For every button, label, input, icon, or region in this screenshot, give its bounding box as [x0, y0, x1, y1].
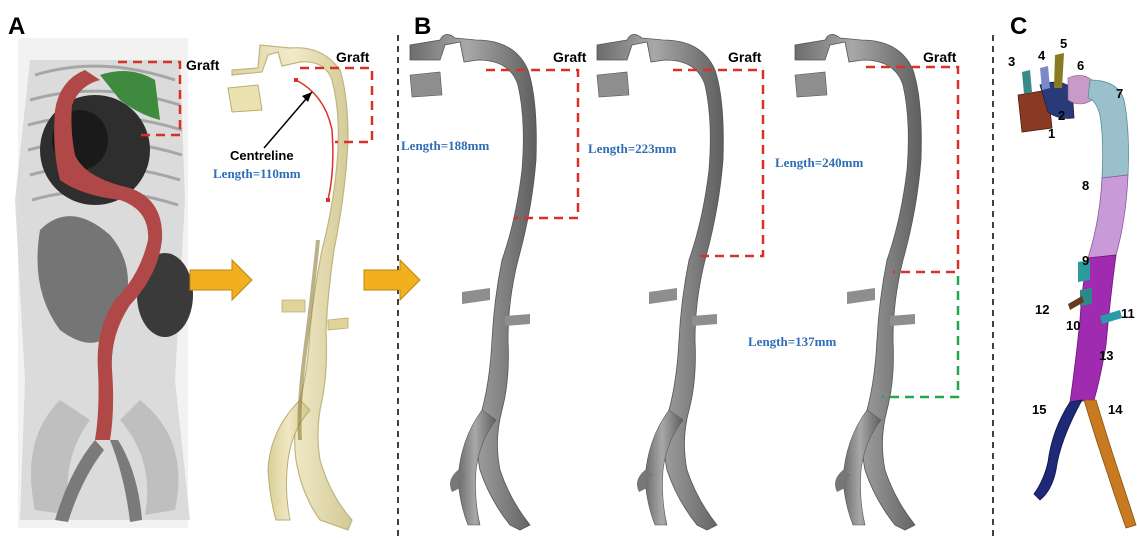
graft-label-b2: Graft	[728, 49, 762, 65]
segment-label-6: 6	[1077, 58, 1084, 73]
segment-3	[1022, 70, 1032, 94]
aorta-model-3	[795, 34, 921, 530]
segment-label-1: 1	[1048, 126, 1055, 141]
segment-label-8: 8	[1082, 178, 1089, 193]
segment-label-10: 10	[1066, 318, 1080, 333]
segment-label-13: 13	[1099, 348, 1113, 363]
arrow-right-icon	[190, 260, 252, 300]
segment-label-14: 14	[1108, 402, 1123, 417]
segmented-aorta	[1018, 53, 1136, 528]
graft-label-a2: Graft	[336, 49, 370, 65]
segment-label-4: 4	[1038, 48, 1046, 63]
segment-label-9: 9	[1082, 253, 1089, 268]
arrow-right-icon-2	[364, 260, 420, 300]
centreline	[296, 80, 333, 200]
centreline-label: Centreline	[230, 148, 294, 163]
graft-label-b3: Graft	[923, 49, 957, 65]
segment-label-3: 3	[1008, 54, 1015, 69]
length-label-b2: Length=223mm	[588, 141, 676, 156]
panel-letter-c: C	[1010, 13, 1027, 40]
segment-14	[1084, 400, 1136, 528]
length-label-b3: Length=240mm	[775, 155, 863, 170]
ct-volume-render	[15, 38, 193, 528]
segment-8	[1088, 175, 1128, 258]
length-label-b4: Length=137mm	[748, 334, 836, 349]
segment-label-12: 12	[1035, 302, 1049, 317]
segment-label-15: 15	[1032, 402, 1046, 417]
aorta-model-1	[410, 34, 536, 530]
panel-letter-b: B	[414, 13, 431, 40]
segment-6	[1068, 75, 1092, 104]
graft-label-b1: Graft	[553, 49, 587, 65]
segment-label-2: 2	[1058, 108, 1065, 123]
panel-letter-a: A	[8, 13, 25, 40]
segment-label-7: 7	[1116, 86, 1123, 101]
length-label-a: Length=110mm	[213, 166, 301, 181]
centreline-pointer	[264, 92, 312, 148]
graft-label-a1: Graft	[186, 57, 220, 73]
aorta-model-2	[597, 34, 723, 530]
length-label-b1: Length=188mm	[401, 138, 489, 153]
segment-label-5: 5	[1060, 36, 1067, 51]
segment-label-11: 11	[1121, 306, 1135, 321]
